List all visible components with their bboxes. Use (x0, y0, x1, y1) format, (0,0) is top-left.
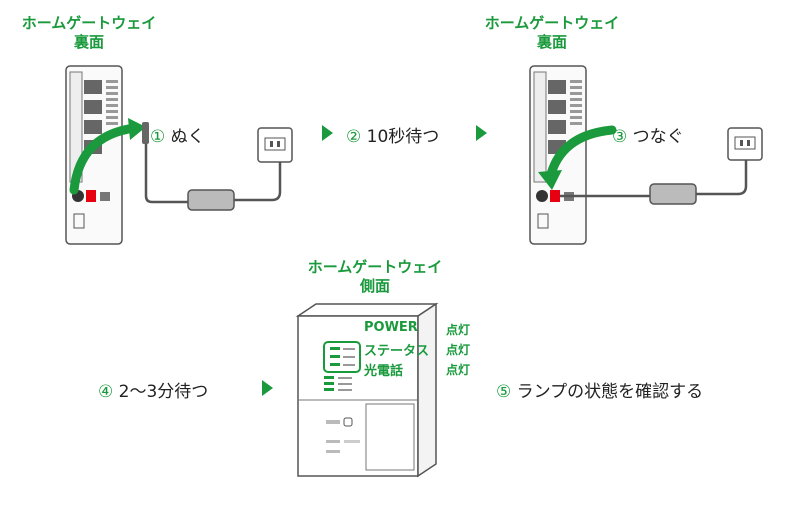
device-side-view (295, 302, 439, 478)
power-adapter-left (142, 122, 293, 211)
device-back-left (65, 65, 123, 245)
device-name: ホームゲートウェイ (21, 14, 157, 32)
step-5-number: ⑤ (496, 382, 512, 402)
step-2-text: 10秒待つ (366, 127, 440, 147)
step-3: ③ つなぐ (612, 122, 684, 147)
lamp-status-state: 点灯 (446, 343, 471, 357)
power-adapter-right (560, 127, 763, 205)
device-name: ホームゲートウェイ (484, 14, 620, 32)
flow-arrow-3 (262, 380, 273, 396)
side-view-title: ホームゲートウェイ 側面 (300, 258, 450, 296)
step-4-text: 2〜3分待つ (118, 382, 209, 402)
step-3-number: ③ (612, 127, 628, 147)
lamp-power-name: POWER (364, 320, 418, 335)
step-1: ① ぬく (150, 122, 205, 147)
step-3-text: つなぐ (632, 127, 684, 147)
back-label: 裏面 (73, 33, 104, 51)
lamp-highlight-box (323, 341, 361, 373)
side-label: 側面 (359, 277, 390, 295)
step-2: ② 10秒待つ (346, 122, 439, 147)
flow-arrow-2 (476, 125, 487, 141)
step-1-text: ぬく (170, 127, 205, 147)
step-5: ⑤ ランプの状態を確認する (496, 377, 703, 402)
step-1-number: ① (150, 127, 166, 147)
back-view-title-1: ホームゲートウェイ 裏面 (14, 14, 164, 52)
plugin-arrow (545, 125, 617, 183)
step-4: ④ 2〜3分待つ (98, 377, 208, 402)
lamp-phone-state: 点灯 (446, 363, 471, 377)
lamp-power-state: 点灯 (446, 323, 471, 337)
unplug-arrow (69, 123, 140, 195)
step-2-number: ② (346, 127, 362, 147)
flow-arrow-1 (322, 125, 333, 141)
device-name: ホームゲートウェイ (307, 258, 443, 276)
lamp-status-name: ステータス (364, 344, 430, 359)
step-4-number: ④ (98, 382, 114, 402)
back-view-title-2: ホームゲートウェイ 裏面 (477, 14, 627, 52)
back-label: 裏面 (536, 33, 567, 51)
lamp-phone-name: 光電話 (364, 364, 404, 379)
step-5-text: ランプの状態を確認する (516, 382, 704, 402)
